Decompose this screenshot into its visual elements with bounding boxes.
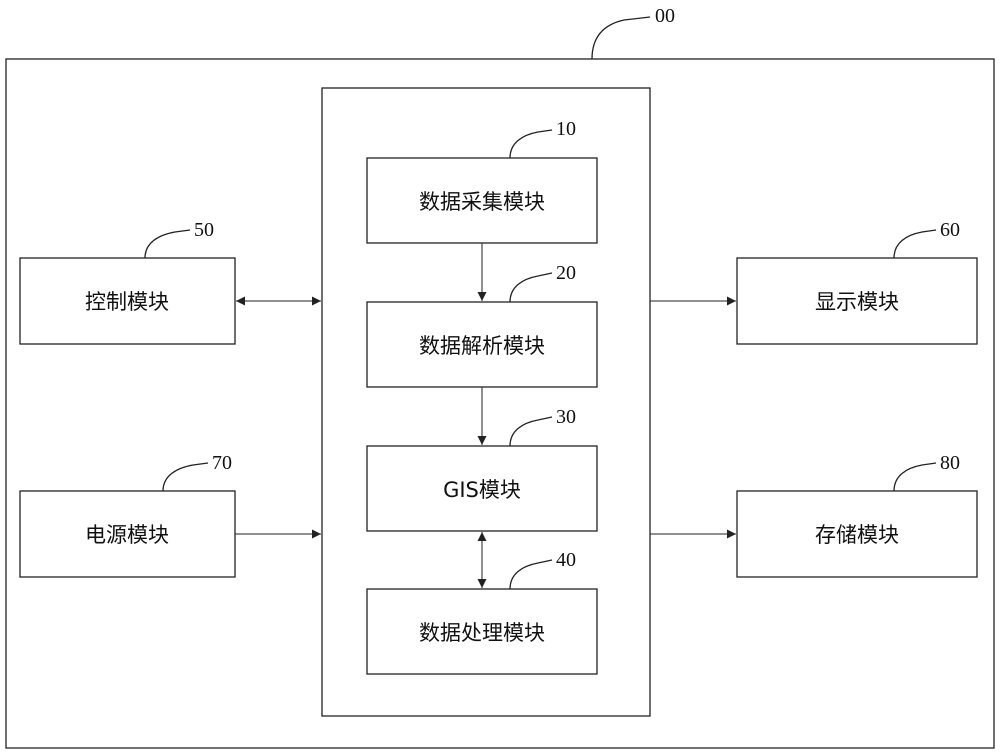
power-ref-leader — [162, 462, 209, 492]
gis-module-box — [366, 445, 598, 532]
gis-ref-number: 30 — [556, 406, 576, 428]
data-parsing-module-box — [366, 301, 598, 388]
system-ref-leader — [591, 16, 651, 60]
data-processing-ref-leader — [509, 559, 553, 590]
data-collection-ref-number: 10 — [556, 118, 576, 140]
data-collection-module-box — [366, 157, 598, 244]
display-module-label: 显示模块 — [815, 290, 899, 314]
display-ref-leader — [893, 229, 937, 259]
data-parsing-ref-leader — [509, 272, 553, 303]
system-ref-number: 00 — [655, 5, 675, 27]
gis-ref-leader — [509, 416, 553, 447]
power-ref-number: 70 — [212, 452, 232, 474]
storage-ref-number: 80 — [940, 452, 960, 474]
storage-ref-leader — [893, 462, 937, 492]
storage-module-box — [736, 490, 978, 578]
power-module-label: 电源模块 — [85, 523, 169, 547]
control-module-box — [19, 257, 236, 345]
data-processing-module-label: 数据处理模块 — [419, 621, 545, 645]
display-ref-number: 60 — [940, 219, 960, 241]
data-parsing-ref-number: 20 — [556, 262, 576, 284]
display-module-box — [736, 257, 978, 345]
control-ref-number: 50 — [194, 219, 214, 241]
control-ref-leader — [144, 229, 191, 259]
data-processing-module-box — [366, 588, 598, 675]
data-parsing-module-label: 数据解析模块 — [419, 334, 545, 358]
data-collection-module-label: 数据采集模块 — [419, 190, 545, 214]
storage-module-label: 存储模块 — [815, 523, 899, 547]
data-processing-ref-number: 40 — [556, 549, 576, 571]
data-collection-ref-leader — [509, 129, 553, 159]
gis-module-label: GIS模块 — [443, 478, 521, 502]
control-module-label: 控制模块 — [85, 290, 169, 314]
